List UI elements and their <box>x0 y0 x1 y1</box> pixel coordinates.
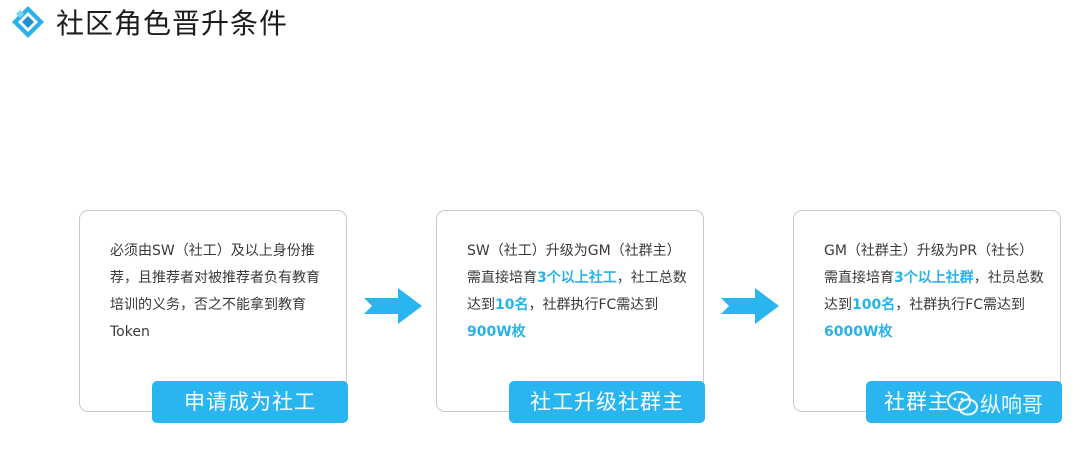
watermark: 纵响哥 <box>946 384 1043 424</box>
watermark-text: 纵响哥 <box>980 393 1043 417</box>
promotion-card-social-worker: 必须由SW（社工）及以上身份推荐，且推荐者对被推荐者负有教育培训的义务，否之不能… <box>79 210 348 423</box>
page-header: 社区角色晋升条件 <box>10 2 288 42</box>
description-text: ，社员总数达到 <box>824 270 1044 313</box>
promotion-card-group-owner: SW（社工）升级为GM（社群主）需直接培育3个以上社工，社工总数达到10名，社群… <box>436 210 705 423</box>
arrow-right-icon <box>364 288 422 324</box>
highlight-text: 10名 <box>495 297 529 313</box>
page-title: 社区角色晋升条件 <box>56 7 289 40</box>
diamond-logo-icon <box>12 6 44 38</box>
description-text: GM（社群主）升级为PR（社长）需直接培育 <box>824 243 1034 286</box>
description-text: 必须由SW（社工）及以上身份推荐，且推荐者对被推荐者负有教育培训的义务，否之不能… <box>110 243 320 340</box>
highlight-text: 6000W枚 <box>824 324 893 340</box>
highlight-text: 3个以上社群 <box>894 270 974 286</box>
description-text: ，社群执行FC需达到 <box>895 297 1026 313</box>
card-tag-group-owner-upgrade[interactable]: 社群主 <box>866 381 1062 423</box>
card-description: SW（社工）升级为GM（社群主）需直接培育3个以上社工，社工总数达到10名，社群… <box>467 238 687 346</box>
highlight-text: 900W枚 <box>467 324 526 340</box>
promotion-card-president: GM（社群主）升级为PR（社长）需直接培育3个以上社群，社员总数达到100名，社… <box>793 210 1062 423</box>
card-tag-upgrade-group-owner[interactable]: 社工升级社群主 <box>509 381 705 423</box>
highlight-text: 3个以上社工 <box>537 270 617 286</box>
card-description: GM（社群主）升级为PR（社长）需直接培育3个以上社群，社员总数达到100名，社… <box>824 238 1044 346</box>
description-text: ，社工总数达到 <box>467 270 687 313</box>
card-tag-apply-social-worker[interactable]: 申请成为社工 <box>152 381 348 423</box>
description-text: ，社群执行FC需达到 <box>528 297 659 313</box>
arrow-right-icon <box>721 288 779 324</box>
description-text: SW（社工）升级为GM（社群主）需直接培育 <box>467 243 681 286</box>
highlight-text: 100名 <box>852 297 896 313</box>
card-description: 必须由SW（社工）及以上身份推荐，且推荐者对被推荐者负有教育培训的义务，否之不能… <box>110 238 330 346</box>
wechat-icon <box>947 391 978 416</box>
